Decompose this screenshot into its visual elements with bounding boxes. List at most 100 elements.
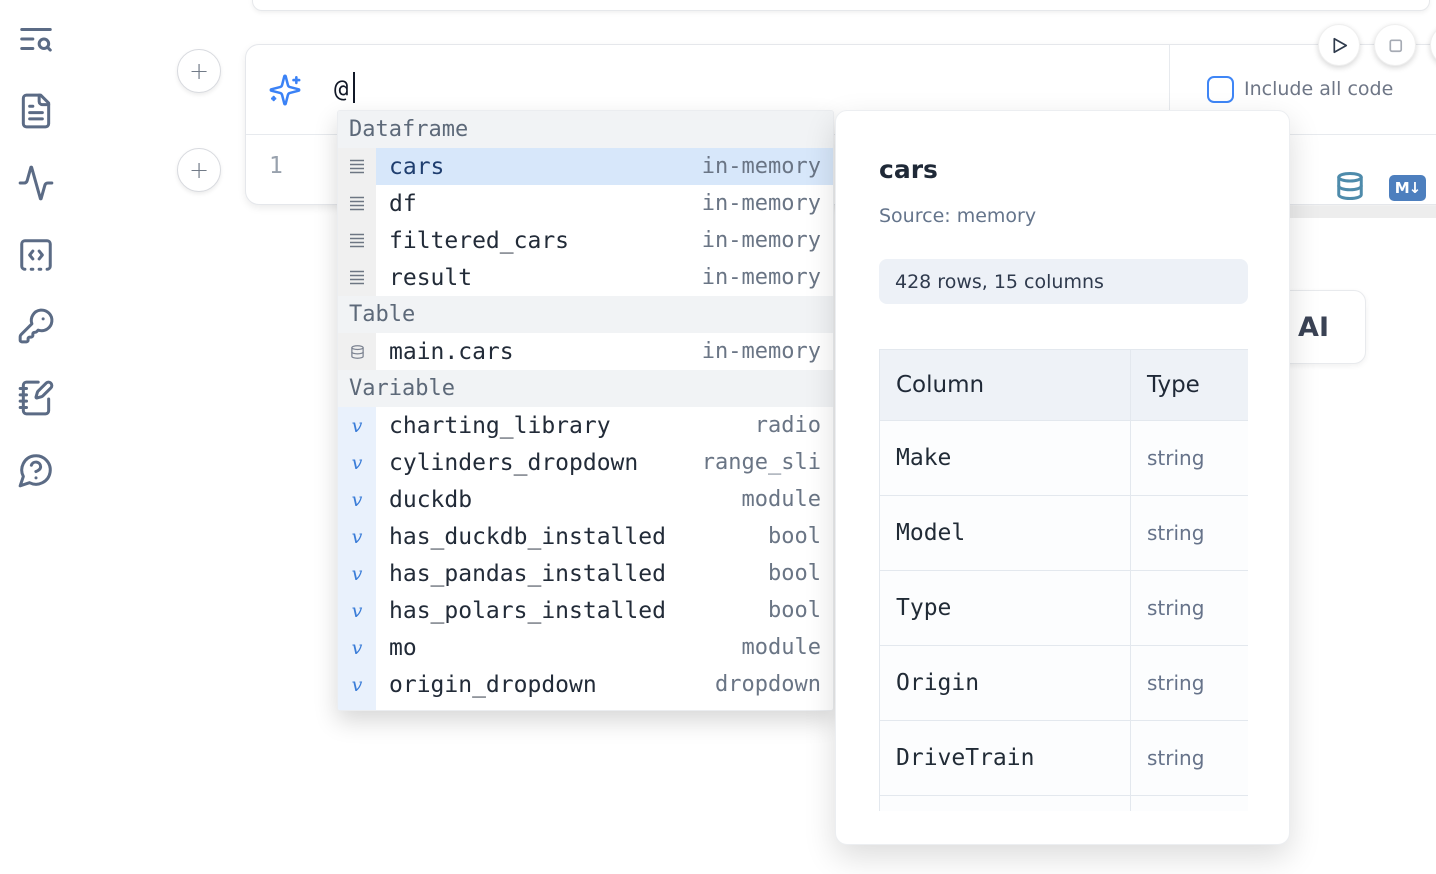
stop-cell-button[interactable] [1374,24,1416,66]
sparkles-ai-icon [268,73,302,107]
item-icon-gutter [338,148,376,185]
variable-v-icon: v [352,711,363,712]
item-main: origin_dropdown dropdown [376,666,833,703]
autocomplete-section-header: Dataframe [338,111,833,148]
item-name: mo [389,634,417,661]
autocomplete-item-charting_library[interactable]: v charting_library radio [338,407,833,444]
item-name: charting_library [389,412,611,439]
item-icon-gutter [338,222,376,259]
item-type: module [742,709,821,710]
preview-shape-badge: 428 rows, 15 columns [879,259,1248,304]
activity-icon[interactable] [17,164,55,202]
item-icon-gutter [338,333,376,370]
table-database-icon [350,344,364,359]
item-name: filtered_cars [389,227,570,254]
schema-header-Type: Type [1130,349,1248,421]
autocomplete-item-main.cars[interactable]: main.cars in-memory [338,333,833,370]
toc-search-icon[interactable] [17,20,55,58]
item-name: df [389,190,417,217]
item-icon-gutter: v [338,629,376,666]
item-name: duckdb [389,486,473,513]
column-type [1130,795,1248,811]
item-type: module [741,635,821,660]
item-main: charting_library radio [376,407,833,444]
add-cell-button-top[interactable]: + [177,49,221,93]
variable-v-icon: v [351,525,363,548]
item-icon-gutter: v [338,518,376,555]
item-name: main.cars [389,338,514,365]
column-type: string [1130,420,1248,496]
ai-prompt-input[interactable]: @ [334,75,349,103]
item-type: dropdown [715,672,821,697]
column-name: Make [879,420,1131,496]
schema-row-partial [879,795,1248,811]
item-icon-gutter: v [338,666,376,703]
item-main: pdmodule [376,703,833,711]
item-icon-gutter: v [338,481,376,518]
column-name: Type [879,570,1131,646]
variable-v-icon: v [351,451,363,474]
item-type: bool [768,598,821,623]
run-cell-button[interactable] [1318,24,1360,66]
include-all-code-checkbox[interactable] [1207,76,1234,103]
item-type: radio [754,413,821,438]
key-icon[interactable] [17,307,55,345]
autocomplete-section-header: Variable [338,370,833,407]
item-name: origin_dropdown [389,671,597,698]
schema-header-Column: Column [879,349,1131,421]
markdown-icon[interactable]: M↓ [1389,175,1426,201]
item-icon-gutter [338,185,376,222]
item-type: range_sli [701,450,821,475]
dataframe-rows-icon [350,196,364,211]
ai-button-label: AI [1298,311,1329,343]
item-icon-gutter [338,259,376,296]
help-chat-icon[interactable] [17,451,55,489]
item-icon-gutter: v [338,407,376,444]
item-name: result [389,264,473,291]
code-snippets-icon[interactable] [17,236,55,274]
file-document-icon[interactable] [17,92,55,130]
preview-source: Source: memory [879,205,1037,227]
dataframe-preview-panel: cars Source: memory 428 rows, 15 columns… [835,110,1290,845]
item-type: in-memory [701,339,821,364]
database-panel-icon[interactable] [1335,170,1365,202]
scratchpad-icon[interactable] [17,379,55,417]
column-type: string [1130,645,1248,721]
variable-v-icon: v [351,414,363,437]
variable-v-icon: v [351,562,363,585]
previous-cell-remnant [252,0,1430,11]
autocomplete-item-pd[interactable]: v pdmodule [338,703,833,712]
play-icon [1332,37,1347,53]
column-type: string [1130,570,1248,646]
add-cell-button-bottom[interactable]: + [177,148,221,192]
autocomplete-item-origin_dropdown[interactable]: v origin_dropdown dropdown [338,666,833,703]
column-name [879,795,1131,811]
item-main: main.cars in-memory [376,333,833,370]
